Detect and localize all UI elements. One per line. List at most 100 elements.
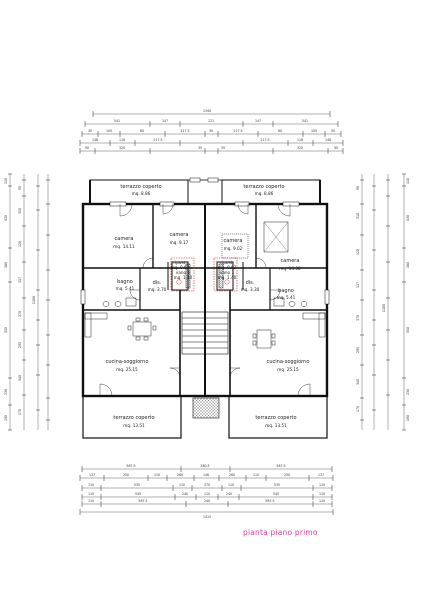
room-name-living-left: cucina-soggiorno <box>106 359 149 365</box>
room-name-bedroom-right-outer: camera <box>281 258 300 264</box>
top-dimension-chains <box>79 111 344 154</box>
dim-label: 110 <box>179 483 185 487</box>
windows <box>80 177 330 305</box>
dim-label: 280.5 <box>200 464 209 468</box>
dim-label: 30 <box>331 129 335 133</box>
dim-label: 587.5 <box>276 464 285 468</box>
dim-label: 110 <box>253 473 259 477</box>
room-name-bedroom-right-inner: camera <box>224 238 243 244</box>
dim-label: 587.5 <box>138 499 147 503</box>
dim-label: 110 <box>154 473 160 477</box>
dim-label: 160 <box>4 262 8 268</box>
room-name-terrace-bottom-left: terrazzo coperto <box>113 415 154 421</box>
dim-label: 110 <box>88 499 94 503</box>
dim-label: 137 <box>89 473 95 477</box>
dim-label: 430 <box>4 215 8 221</box>
top-dimension-labels: 1340 541 147 121 147 541 30 105 60 217.5… <box>85 109 338 150</box>
room-name-closet-left: ripost. <box>173 260 186 265</box>
furniture <box>84 221 326 349</box>
room-area-closet-right: mq. 0.63 <box>218 265 237 270</box>
dim-label: 587.5 <box>265 499 274 503</box>
dim-label: 110 <box>319 499 325 503</box>
dim-label: 217.5 <box>180 129 189 133</box>
room-name-terrace-bottom-right: terrazzo coperto <box>255 415 296 421</box>
dim-label: 1180 <box>382 304 386 312</box>
dim-label: 240 <box>226 492 232 496</box>
dim-label: 170 <box>18 409 22 415</box>
room-area-terrace-top-left: mq. 8.86 <box>132 191 151 196</box>
room-name-terrace-top-left: terrazzo coperto <box>120 184 161 190</box>
dim-label: 90 <box>85 146 89 150</box>
dim-label: 117 <box>18 277 22 283</box>
dim-label: 260 <box>229 473 235 477</box>
dim-label: 535 <box>134 483 140 487</box>
room-name-storage-left: vano 1 <box>176 270 191 275</box>
dim-label: 118 <box>119 138 125 142</box>
dim-label: 1180 <box>32 296 36 304</box>
dim-label: 430 <box>406 215 410 221</box>
dim-label: 35 <box>221 146 225 150</box>
room-area-bath-left: mq. 5.41 <box>116 286 135 291</box>
room-area-storage-left: mq. 1.40 <box>174 275 193 280</box>
right-dimension-chains <box>360 173 406 431</box>
dim-label: 35 <box>198 146 202 150</box>
dim-label: 90 <box>18 186 22 190</box>
bottom-dimension-labels: 587.5 280.5 587.5 137 250 110 260 146 26… <box>88 464 325 519</box>
dim-label: 550 <box>4 327 8 333</box>
room-area-terrace-bottom-left: mq. 13.51 <box>123 423 145 428</box>
right-dimension-labels: 90 310 120 117 370 295 340 170 1180 110 … <box>356 178 410 421</box>
dim-label: 30 <box>209 129 213 133</box>
room-area-living-left: mq. 25.15 <box>116 367 138 372</box>
dim-label: 110 <box>204 492 210 496</box>
dim-label: 110 <box>319 483 325 487</box>
dim-label: 148 <box>325 138 331 142</box>
room-name-living-right: cucina-soggiorno <box>267 359 310 365</box>
dim-label: 310 <box>356 213 360 219</box>
drawing-caption: pianta piano primo <box>243 528 318 537</box>
room-name-hall-right: dis. <box>246 280 255 286</box>
dim-label: 90 <box>334 146 338 150</box>
dim-label: 295 <box>356 347 360 353</box>
dim-label: 217.5 <box>153 138 162 142</box>
building-walls <box>81 179 329 439</box>
dim-label: 240 <box>182 492 188 496</box>
entrance-grating <box>192 397 220 419</box>
dim-label: 230 <box>406 389 410 395</box>
door-swings <box>99 203 311 397</box>
room-name-bath-right: bagno <box>278 288 294 294</box>
dim-label: 147 <box>162 119 168 123</box>
dim-label: 148 <box>92 138 98 142</box>
room-area-hall-left: mq. 3.70 <box>148 287 167 292</box>
dim-label: 147 <box>255 119 261 123</box>
dim-label: 340 <box>18 375 22 381</box>
dim-label: 110 <box>88 492 94 496</box>
dim-label: 370 <box>18 311 22 317</box>
room-area-terrace-top-right: mq. 8.86 <box>255 191 274 196</box>
dim-label: 370 <box>356 315 360 321</box>
room-area-terrace-bottom-right: mq. 13.51 <box>265 423 287 428</box>
room-name-storage-right: vano 1 <box>220 270 235 275</box>
room-name-closet-right: ripost. <box>220 260 233 265</box>
dim-label: 117 <box>356 282 360 288</box>
dim-label: 260 <box>177 473 183 477</box>
dim-label: 118 <box>297 138 303 142</box>
dim-label: 30 <box>88 129 92 133</box>
dim-label: 217.5 <box>233 129 242 133</box>
dim-label: 250 <box>123 473 129 477</box>
dim-label: 370 <box>204 483 210 487</box>
dim-label: 550 <box>406 327 410 333</box>
room-labels: terrazzo coperto mq. 8.86 terrazzo coper… <box>106 184 310 428</box>
dim-label: 137 <box>318 473 324 477</box>
room-area-hall-right: mq. 3.30 <box>241 287 260 292</box>
dim-label: 110 <box>319 492 325 496</box>
left-dimension-labels: 110 430 160 550 230 190 90 310 120 117 3… <box>4 178 36 421</box>
dim-label: 320 <box>297 146 303 150</box>
dim-label: 545 <box>135 492 141 496</box>
room-area-bath-right: mq. 5.41 <box>277 295 296 300</box>
dim-label: 190 <box>406 415 410 421</box>
room-area-bedroom-right-inner: mq. 9.02 <box>224 246 243 251</box>
dim-label: 110 <box>4 178 8 184</box>
dim-label: 190 <box>4 415 8 421</box>
dim-label: 541 <box>302 119 308 123</box>
